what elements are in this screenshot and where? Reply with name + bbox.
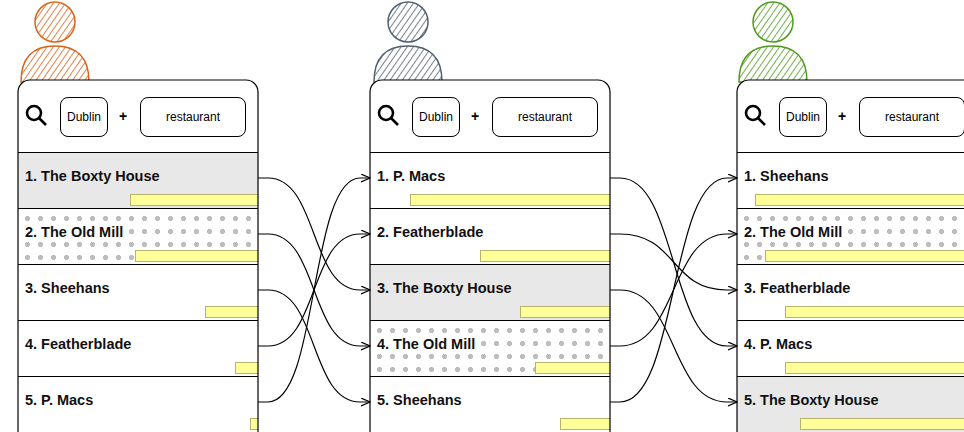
search-term-box: restaurant: [859, 97, 964, 137]
result-row: 3. Featherblade: [737, 264, 964, 321]
phone-frame-fill: [737, 80, 964, 432]
score-bar: [765, 250, 964, 262]
search-term: Dublin: [67, 110, 101, 124]
search-term: Dublin: [419, 110, 453, 124]
rank-change-arrow: [610, 178, 737, 402]
search-term-box: Dublin: [60, 97, 108, 137]
phone-frame-fill: [18, 80, 258, 432]
result-name: 3. Featherblade: [742, 280, 852, 296]
plus-sign: +: [471, 108, 479, 124]
search-icon: [746, 106, 765, 125]
search-term-box: Dublin: [412, 97, 460, 137]
phone-frame: [737, 80, 964, 432]
score-bar: [480, 250, 610, 262]
result-row: 1. P. Macs: [370, 152, 610, 209]
result-name: 3. Sheehans: [23, 280, 112, 296]
phone-frame: [370, 80, 610, 432]
rank-change-arrow: [610, 290, 737, 402]
score-bar: [410, 194, 610, 206]
score-bar: [560, 418, 610, 430]
search-term-box: Dublin: [779, 97, 827, 137]
result-name: 4. P. Macs: [742, 336, 814, 352]
score-bar: [520, 306, 610, 318]
score-bar: [130, 194, 258, 206]
search-term: Dublin: [786, 110, 820, 124]
result-name: 4. Featherblade: [23, 336, 133, 352]
result-name: 5. Sheehans: [375, 392, 464, 408]
user-figure: [21, 2, 89, 82]
rank-change-arrow: [258, 290, 370, 402]
plus-sign: +: [119, 108, 127, 124]
rank-change-arrow: [258, 234, 370, 346]
rank-change-arrow: [258, 178, 370, 402]
search-term-box: restaurant: [492, 97, 598, 137]
result-name: 3. The Boxty House: [375, 280, 514, 296]
search-term: restaurant: [885, 110, 939, 124]
user-figure: [374, 2, 442, 82]
rank-change-arrow: [610, 234, 737, 346]
result-row: 5. The Boxty House: [737, 376, 964, 432]
score-bar: [205, 306, 258, 318]
score-bar: [755, 194, 964, 206]
result-row: 2. The Old Mill: [18, 208, 258, 265]
result-row: 2. The Old Mill: [737, 208, 964, 265]
search-term: restaurant: [518, 110, 572, 124]
result-name: 4. The Old Mill: [375, 336, 477, 352]
score-bar: [785, 306, 964, 318]
rank-change-arrow: [610, 178, 737, 346]
result-row: 4. Featherblade: [18, 320, 258, 377]
result-name: 2. Featherblade: [375, 224, 485, 240]
score-bar: [800, 418, 964, 430]
result-row: 4. P. Macs: [737, 320, 964, 377]
result-row: 3. The Boxty House: [370, 264, 610, 321]
phone-frame-fill: [370, 80, 610, 432]
score-bar: [235, 362, 258, 374]
result-name: 2. The Old Mill: [23, 224, 125, 240]
user-figure: [739, 2, 807, 82]
search-icon: [379, 106, 398, 125]
result-name: 1. The Boxty House: [23, 168, 162, 184]
score-bar: [785, 362, 964, 374]
score-bar: [250, 418, 258, 430]
result-name: 1. Sheehans: [742, 168, 831, 184]
rank-change-arrow: [610, 234, 737, 290]
result-name: 2. The Old Mill: [742, 224, 844, 240]
result-row: 4. The Old Mill: [370, 320, 610, 377]
result-row: 5. P. Macs: [18, 376, 258, 432]
score-bar: [535, 362, 610, 374]
result-name: 1. P. Macs: [375, 168, 447, 184]
result-row: 3. Sheehans: [18, 264, 258, 321]
rank-change-arrow: [258, 234, 370, 346]
result-row: 1. Sheehans: [737, 152, 964, 209]
search-icon: [27, 106, 46, 125]
phone-frame: [18, 80, 258, 432]
search-term: restaurant: [166, 110, 220, 124]
result-name: 5. P. Macs: [23, 392, 95, 408]
plus-sign: +: [838, 108, 846, 124]
result-row: 5. Sheehans: [370, 376, 610, 432]
result-name: 5. The Boxty House: [742, 392, 881, 408]
rank-change-arrow: [258, 178, 370, 290]
result-row: 2. Featherblade: [370, 208, 610, 265]
score-bar: [135, 250, 258, 262]
result-row: 1. The Boxty House: [18, 152, 258, 209]
search-term-box: restaurant: [140, 97, 246, 137]
